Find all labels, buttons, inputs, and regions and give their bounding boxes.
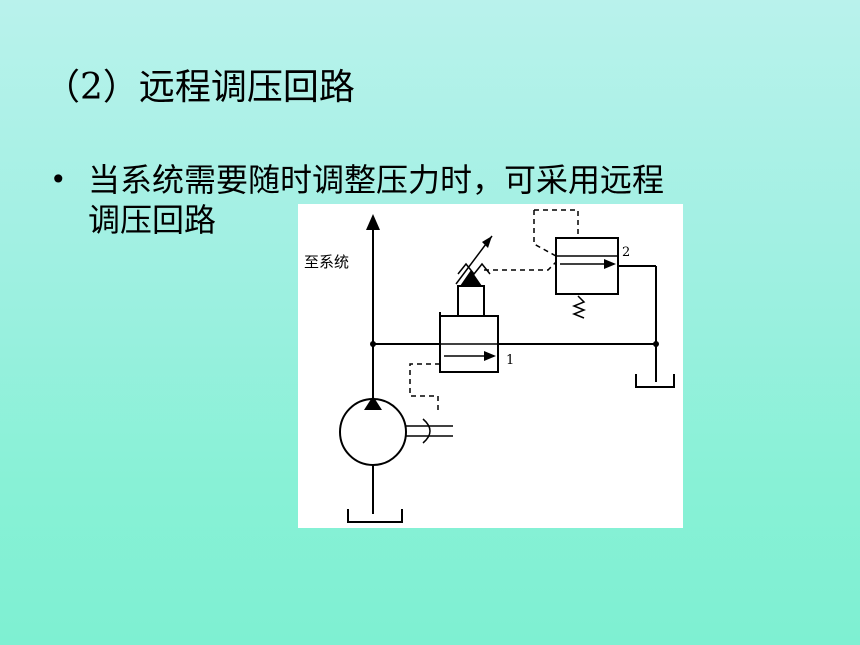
pilot-head-1 bbox=[457, 285, 485, 317]
slide-title: （2）远程调压回路 bbox=[44, 67, 355, 108]
valve2-spring bbox=[571, 295, 587, 319]
label-valve-2: 2 bbox=[622, 245, 630, 260]
hydraulic-circuit-diagram: 至系统 1 2 bbox=[298, 204, 683, 528]
label-to-system: 至系统 bbox=[304, 253, 349, 271]
bullet-marker: • bbox=[50, 163, 67, 196]
bullet-line-1: 当系统需要随时调整压力时，可采用远程 bbox=[88, 161, 665, 199]
bullet-text: 当系统需要随时调整压力时，可采用远程 调压回路 bbox=[88, 160, 808, 240]
to-system-arrow bbox=[366, 214, 380, 230]
pump-tank bbox=[347, 509, 403, 523]
pilot-line-remote bbox=[484, 261, 557, 271]
bullet-line-2: 调压回路 bbox=[88, 201, 217, 239]
label-valve-1: 1 bbox=[506, 353, 514, 368]
circuit-svg: 至系统 1 2 bbox=[304, 209, 675, 523]
pump-arrow bbox=[364, 396, 382, 410]
pilot-line-vent bbox=[409, 363, 440, 414]
right-tank bbox=[635, 374, 675, 388]
